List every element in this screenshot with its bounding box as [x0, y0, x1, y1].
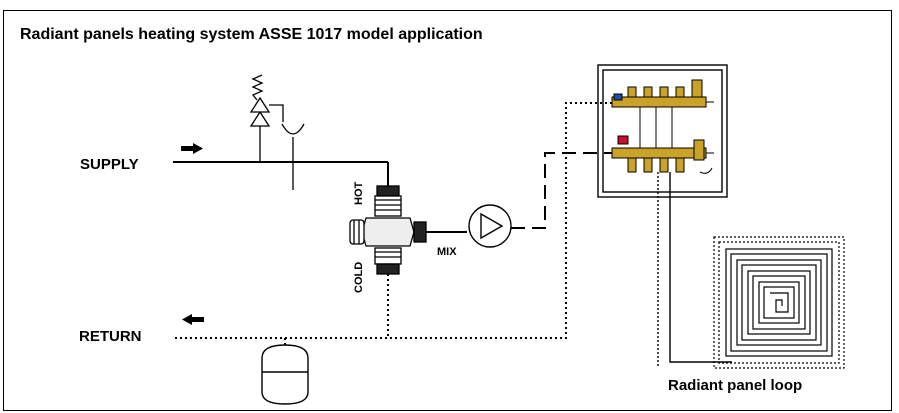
mixing-valve-icon [349, 185, 427, 275]
supply-to-manifold-pipe [511, 152, 612, 229]
return-arrow-icon [182, 314, 204, 325]
manifold-box [597, 64, 728, 198]
diagram-title: Radiant panels heating system ASSE 1017 … [20, 26, 483, 43]
radiant-panel-loop-icon [713, 236, 845, 369]
diagram-frame [3, 10, 892, 411]
loop-supply-pipe [669, 172, 732, 363]
return-label: RETURN [79, 328, 142, 345]
panel-loop-label: Radiant panel loop [668, 377, 803, 394]
pump-icon [468, 204, 512, 248]
supply-arrow-icon [181, 143, 203, 154]
supply-label: SUPPLY [80, 156, 139, 173]
expansion-tank-icon [261, 344, 309, 405]
manifold-icon [611, 79, 714, 174]
safety-valve-icon [249, 74, 284, 162]
mix-label: MIX [437, 246, 457, 258]
drain-funnel-icon [281, 123, 305, 190]
